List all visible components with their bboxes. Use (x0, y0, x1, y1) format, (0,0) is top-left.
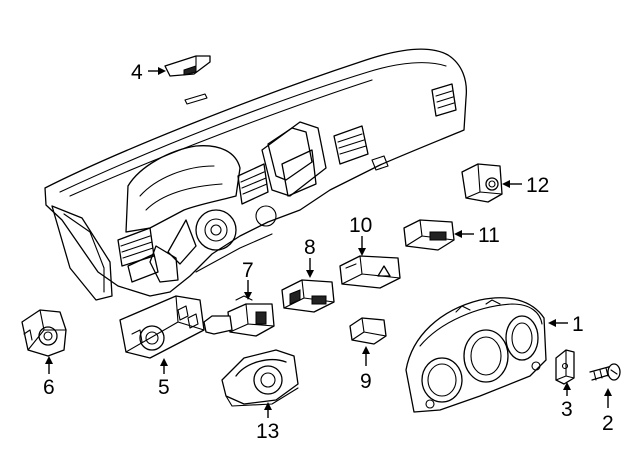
callout-5: 5 (158, 376, 170, 399)
callout-11: 11 (478, 224, 500, 247)
part-13-drawing (221, 349, 299, 407)
part-11-drawing (403, 219, 455, 251)
part-8-drawing (281, 279, 335, 313)
callout-13: 13 (256, 420, 279, 443)
part-5-drawing (119, 295, 205, 359)
callout-12: 12 (526, 174, 549, 197)
part-9-drawing (349, 317, 387, 345)
callout-labels: 4 12 11 10 8 7 9 1 6 5 13 3 2 (43, 61, 614, 443)
part-1-drawing (405, 297, 547, 413)
instrument-panel-drawing (44, 48, 468, 301)
callout-10: 10 (349, 214, 372, 237)
callout-6: 6 (43, 376, 55, 399)
callout-7: 7 (242, 259, 254, 282)
part-10-drawing (339, 255, 401, 289)
part-4-drawing (164, 55, 211, 77)
part-12-drawing (461, 163, 503, 203)
callout-4: 4 (131, 61, 143, 84)
callout-1: 1 (572, 313, 584, 336)
callout-9: 9 (360, 370, 372, 393)
part-3-drawing (555, 349, 575, 385)
part-6-drawing (21, 309, 67, 357)
part-2-drawing (589, 363, 621, 381)
callout-2: 2 (602, 412, 614, 435)
part-7-drawing (203, 295, 275, 337)
callout-arrows (45, 67, 612, 418)
callout-3: 3 (561, 398, 573, 421)
callout-8: 8 (304, 236, 316, 259)
